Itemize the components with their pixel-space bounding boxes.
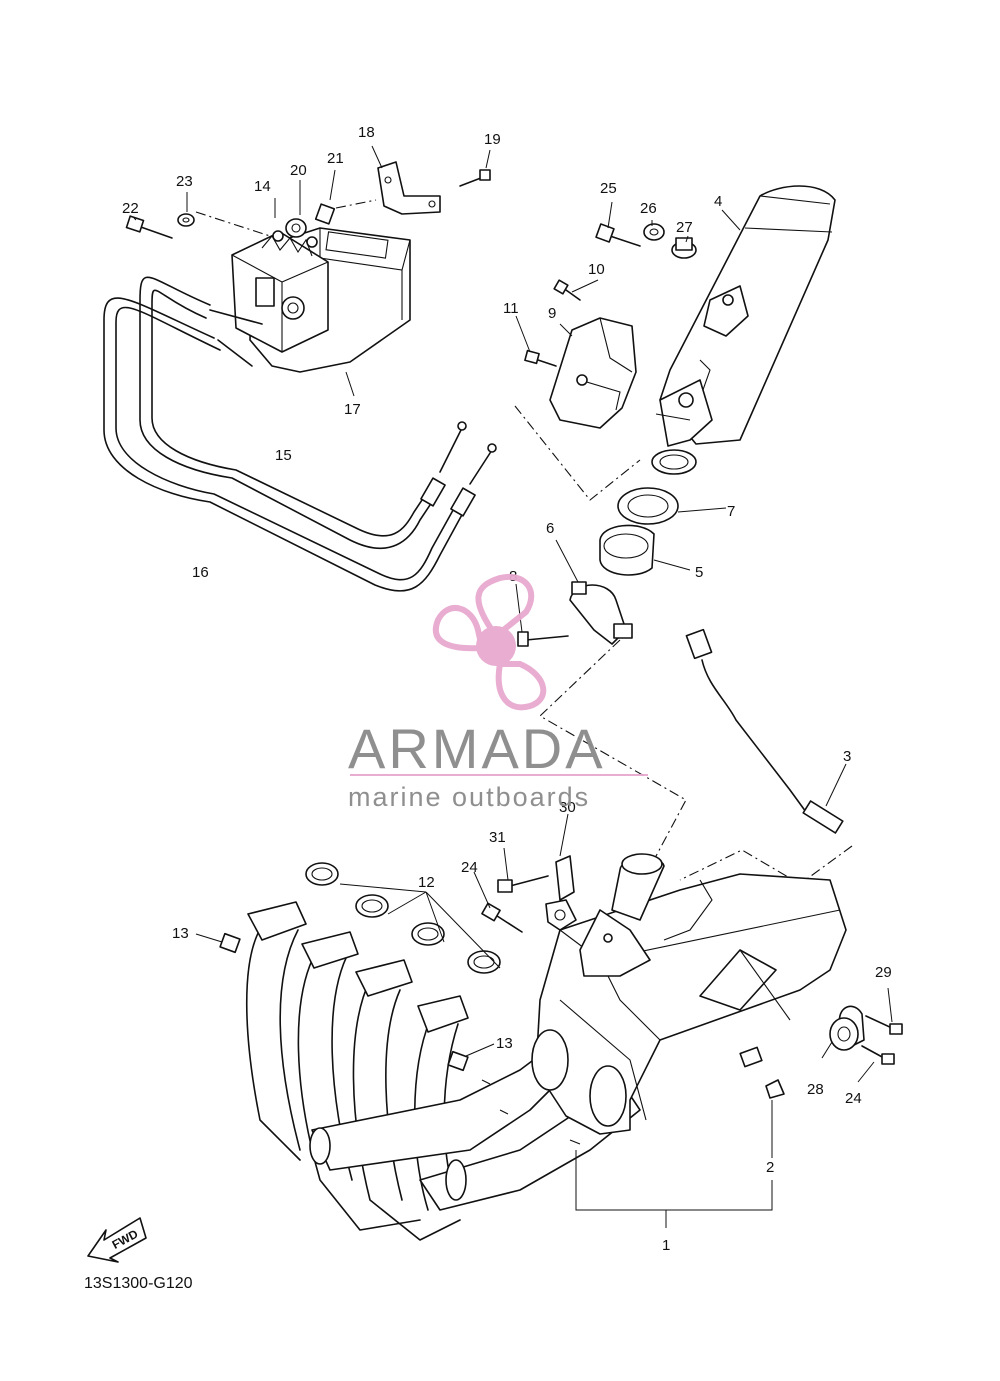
callout-27: 27 (676, 219, 693, 236)
callout-14: 14 (254, 178, 271, 195)
callout-20: 20 (290, 162, 307, 179)
callout-5: 5 (695, 564, 703, 581)
callout-3: 3 (843, 748, 851, 765)
callout-29: 29 (875, 964, 892, 981)
watermark-brand: ARMADA (348, 717, 606, 780)
callout-10: 10 (588, 261, 605, 278)
main-muffler (473, 813, 903, 1228)
callout-labels: 1 2 3 4 5 6 7 8 9 10 11 12 13 13 14 15 1… (122, 124, 892, 1254)
callout-31: 31 (489, 829, 506, 846)
callout-25: 25 (600, 180, 617, 197)
callout-30: 30 (559, 799, 576, 816)
callout-1: 1 (662, 1237, 670, 1254)
mounting-hardware-top (125, 145, 491, 397)
callout-16: 16 (192, 564, 209, 581)
callout-9: 9 (548, 305, 556, 322)
callout-24b: 24 (845, 1090, 862, 1107)
callout-19: 19 (484, 131, 501, 148)
callout-22: 22 (122, 200, 139, 217)
callout-6: 6 (546, 520, 554, 537)
forward-arrow-icon: FWD (87, 1217, 147, 1263)
callout-13a: 13 (172, 925, 189, 942)
watermark-tagline: marine outboards (348, 782, 590, 812)
callout-23: 23 (176, 173, 193, 190)
callout-11: 11 (503, 300, 519, 317)
callout-17: 17 (344, 401, 361, 418)
oxygen-sensor (679, 628, 853, 885)
callout-18: 18 (358, 124, 375, 141)
callout-21: 21 (327, 150, 344, 167)
muffler-cover (515, 201, 741, 429)
servo-motor-assembly (209, 227, 411, 373)
armada-watermark: ARMADA marine outboards (348, 573, 648, 812)
callout-2: 2 (766, 1159, 774, 1176)
callout-15: 15 (275, 447, 292, 464)
muffler-assembly (651, 185, 836, 475)
drawing-code: 13S1300-G120 (84, 1275, 193, 1292)
armada-propeller-logo-icon (432, 573, 547, 711)
callout-4: 4 (714, 193, 722, 210)
callout-12: 12 (418, 874, 435, 891)
throttle-cables (103, 276, 497, 592)
callout-24a: 24 (461, 859, 478, 876)
callout-26: 26 (640, 200, 657, 217)
callout-7: 7 (727, 503, 735, 520)
callout-13b: 13 (496, 1035, 513, 1052)
callout-28: 28 (807, 1081, 824, 1098)
joint-gaskets-clamps (514, 405, 727, 887)
